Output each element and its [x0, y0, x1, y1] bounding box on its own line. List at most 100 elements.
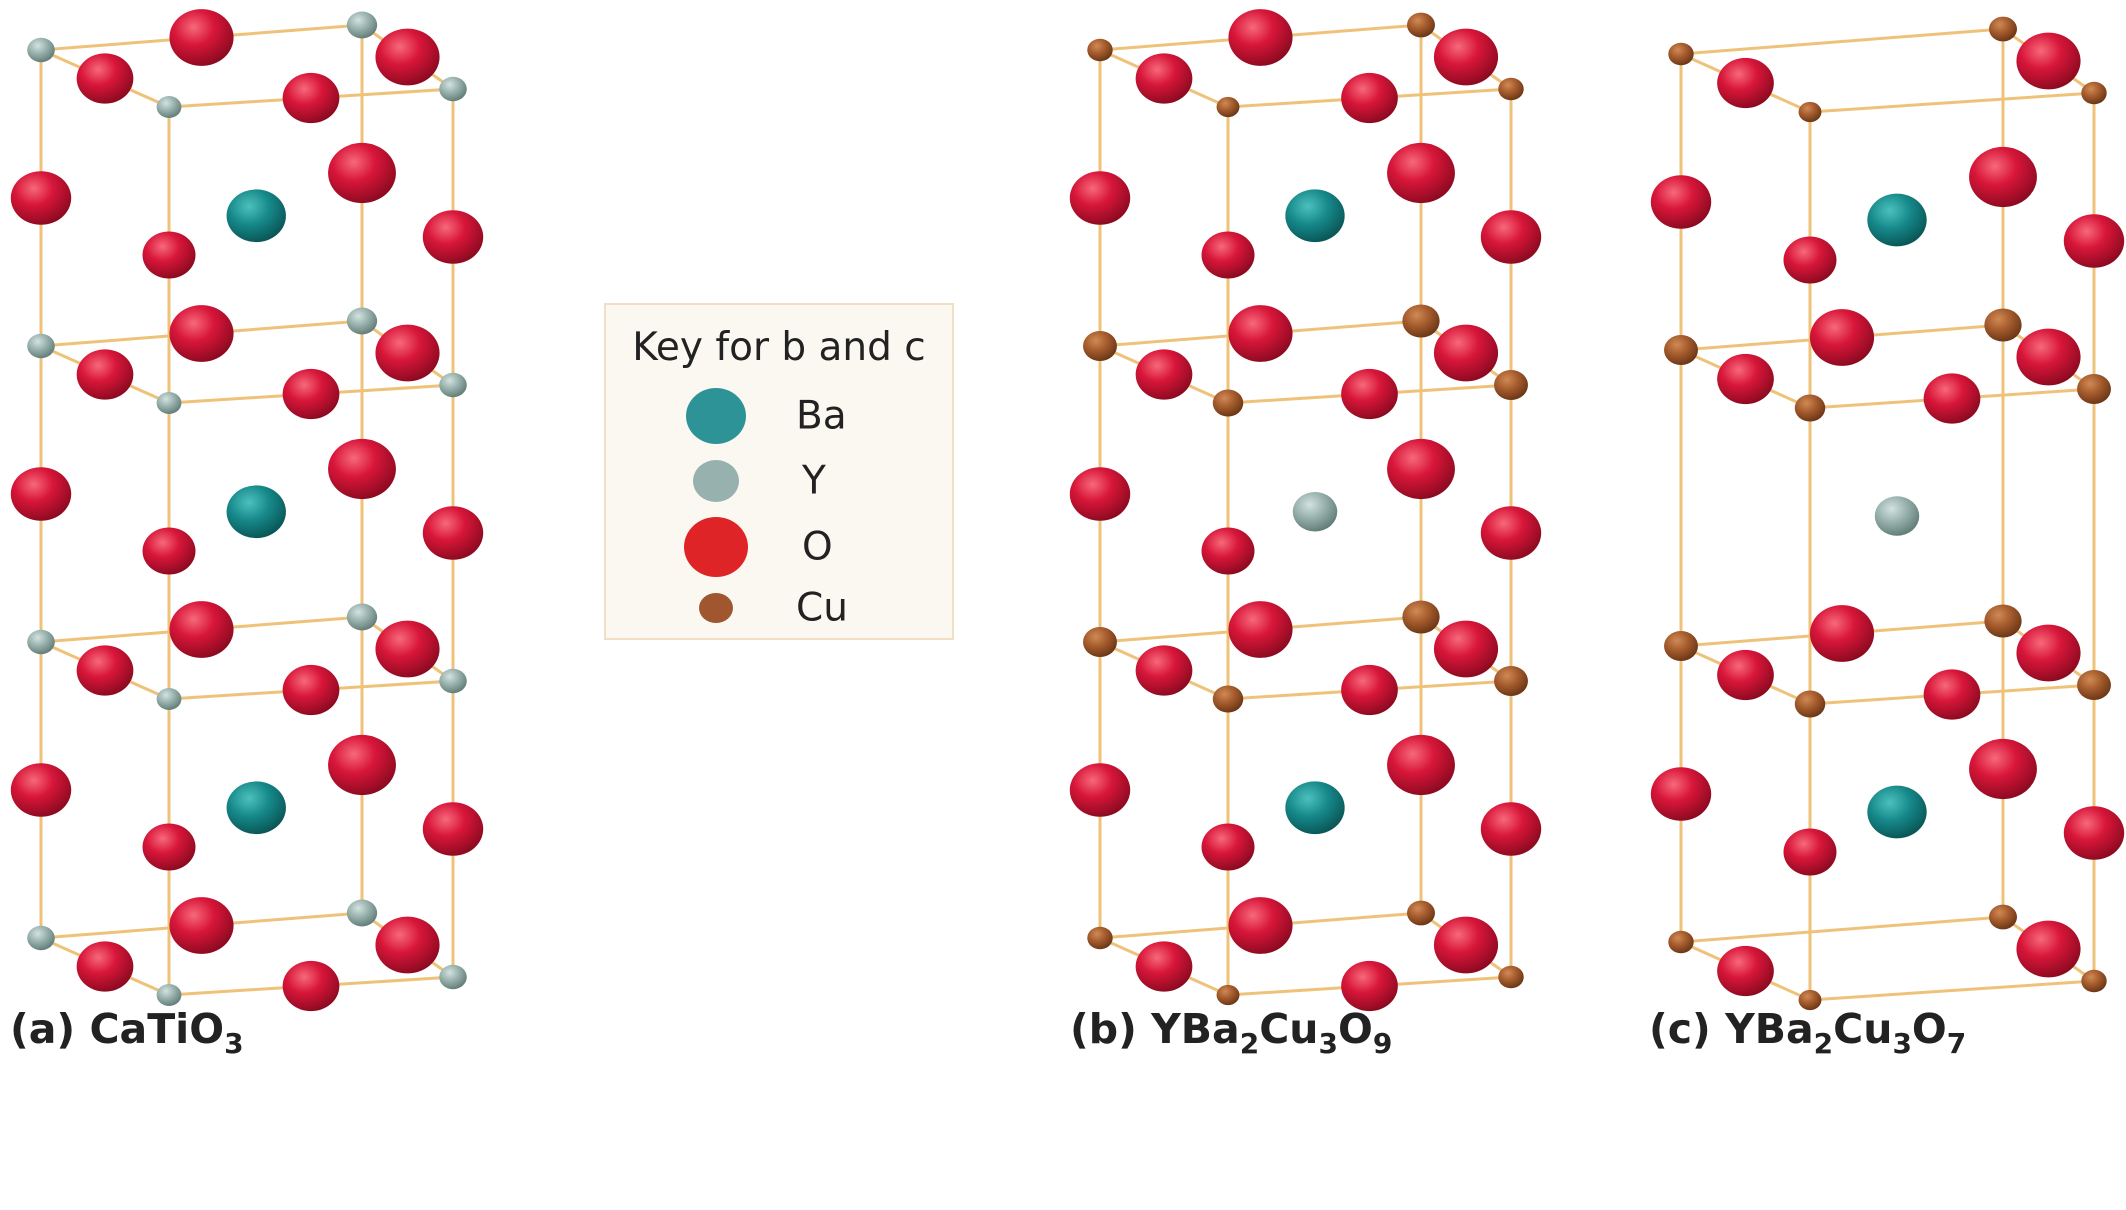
- atom-o: [1135, 941, 1193, 992]
- panel-letter: (b): [1070, 1005, 1137, 1053]
- atom-y: [27, 37, 55, 63]
- atom-o: [375, 620, 440, 678]
- atom-cu: [1407, 900, 1435, 926]
- atom-o: [282, 72, 340, 124]
- atom-o: [169, 601, 234, 658]
- atom-cu: [1664, 630, 1698, 662]
- atom-y: [27, 925, 55, 951]
- atom-o: [1228, 305, 1293, 362]
- atom-ba: [1867, 193, 1927, 247]
- atom-y: [1874, 496, 1920, 536]
- legend-item-cu: Cu: [606, 586, 952, 668]
- atom-y: [27, 629, 55, 655]
- atom-o: [10, 171, 72, 225]
- atom-ba: [1867, 785, 1927, 839]
- legend-label-o: O: [802, 524, 833, 570]
- y-swatch-icon: [693, 460, 739, 502]
- atom-o: [1969, 738, 2037, 800]
- atom-cu: [1402, 600, 1440, 634]
- atom-cu: [1083, 330, 1117, 362]
- legend-label-y: Y: [802, 458, 826, 504]
- atom-o: [422, 210, 484, 264]
- atom-o: [169, 9, 234, 66]
- atom-o: [282, 368, 340, 420]
- atom-o: [1201, 231, 1255, 279]
- atom-o: [1480, 506, 1542, 560]
- formula-subscript: 3: [224, 1027, 244, 1060]
- atom-o: [1069, 467, 1131, 521]
- atom-cu: [1083, 626, 1117, 658]
- atom-o: [1341, 368, 1398, 420]
- atom-cu: [1087, 926, 1113, 950]
- structure-yba2cu3o7: [1650, 16, 2125, 1011]
- atom-o: [1923, 669, 1981, 720]
- atom-y: [156, 984, 182, 1006]
- cell-edge-line: [1680, 27, 2004, 56]
- legend-item-y: Y: [606, 459, 952, 541]
- structure-catio3: [10, 9, 484, 1012]
- atom-cu: [1984, 604, 2022, 638]
- atom-ba: [226, 189, 286, 243]
- formula-part: Cu: [1833, 1005, 1893, 1053]
- atom-ba: [1285, 781, 1345, 835]
- atom-o: [328, 142, 396, 204]
- cell-edge-line: [1809, 91, 2095, 114]
- atom-o: [1135, 349, 1193, 400]
- legend-label-ba: Ba: [796, 393, 847, 439]
- atom-o: [1135, 53, 1193, 104]
- legend-key: Key for b and c Ba Y O Cu: [604, 303, 954, 640]
- atom-cu: [1494, 369, 1528, 401]
- atom-o: [282, 960, 340, 1012]
- legend-label-cu: Cu: [796, 585, 848, 631]
- formula-part: YBa: [1725, 1005, 1814, 1053]
- atom-o: [1341, 664, 1398, 716]
- atom-o: [1433, 916, 1499, 974]
- atom-y: [1292, 492, 1338, 532]
- atom-o: [1783, 828, 1837, 876]
- atom-cu: [1407, 12, 1435, 38]
- atom-o: [76, 349, 134, 400]
- legend-item-o: O: [606, 517, 952, 607]
- atom-o: [1717, 945, 1774, 997]
- atom-o: [1480, 210, 1542, 264]
- atom-o: [1923, 373, 1981, 424]
- atom-y: [439, 372, 467, 398]
- atom-cu: [1668, 42, 1694, 66]
- atom-o: [2016, 32, 2081, 90]
- atom-o: [1480, 802, 1542, 856]
- atom-o: [1341, 72, 1398, 124]
- atom-o: [375, 28, 440, 86]
- atom-cu: [2081, 81, 2107, 105]
- ba-swatch-icon: [686, 388, 746, 444]
- atom-cu: [1498, 77, 1524, 101]
- atom-o: [375, 324, 440, 382]
- atom-o: [2016, 624, 2081, 682]
- formula-subscript: 2: [1813, 1027, 1834, 1060]
- o-swatch-icon: [684, 517, 748, 577]
- cell-edge-line: [1680, 915, 2004, 944]
- atom-o: [142, 823, 196, 871]
- atom-o: [375, 916, 440, 974]
- atom-o: [1809, 605, 1875, 662]
- atom-o: [1650, 175, 1712, 229]
- atom-cu: [2077, 373, 2111, 405]
- atom-cu: [1212, 389, 1244, 417]
- atom-ba: [226, 485, 286, 539]
- legend-title: Key for b and c: [632, 325, 926, 370]
- atom-o: [1717, 353, 1774, 405]
- atom-y: [439, 668, 467, 694]
- atom-o: [1228, 897, 1293, 954]
- atom-cu: [1087, 38, 1113, 62]
- formula-subscript: 3: [1892, 1027, 1912, 1060]
- panel-label-a: (a) CaTiO3: [10, 1005, 244, 1058]
- atom-cu: [1984, 308, 2022, 342]
- atom-o: [1201, 823, 1255, 871]
- atom-o: [10, 467, 72, 521]
- atom-o: [1341, 960, 1398, 1012]
- atom-ba: [226, 781, 286, 835]
- atom-cu: [1794, 690, 1826, 718]
- atom-o: [1717, 649, 1774, 701]
- atom-o: [1201, 527, 1255, 575]
- atom-cu: [1498, 965, 1524, 989]
